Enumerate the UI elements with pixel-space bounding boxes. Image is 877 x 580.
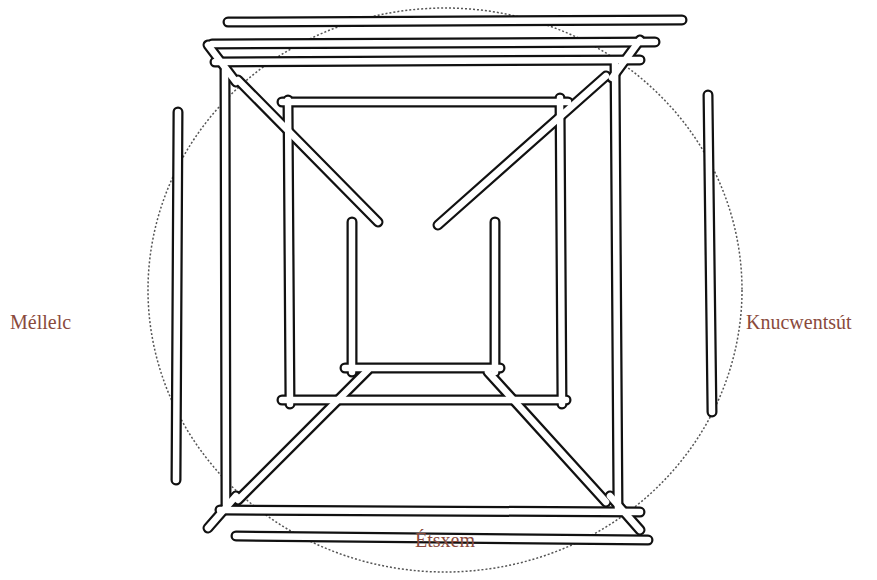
direction-label: Knucwentsút: [746, 310, 852, 334]
ground-outline: [148, 8, 742, 572]
direction-label: Étsxem: [415, 528, 475, 552]
log-fill: [176, 20, 712, 540]
log-outline: [176, 20, 712, 540]
direction-label: Méllelc: [10, 310, 71, 334]
